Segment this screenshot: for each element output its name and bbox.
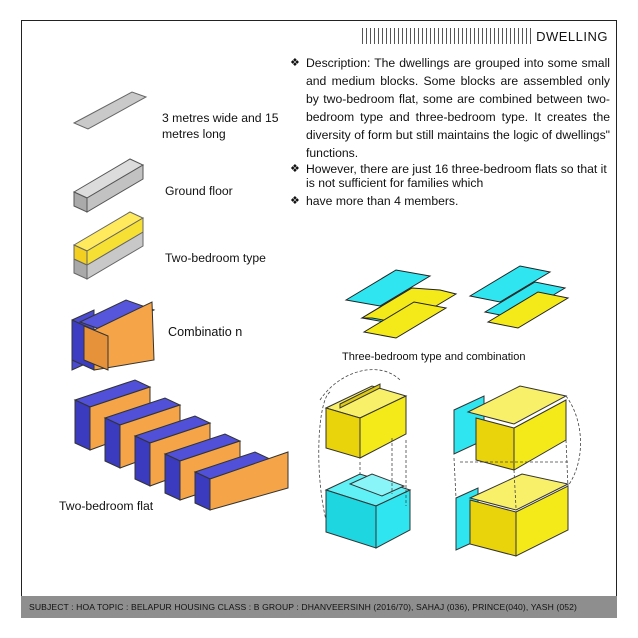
two-bedroom-type-label: Two-bedroom type — [165, 251, 266, 265]
projection-guides — [318, 369, 581, 521]
slab-label: 3 metres wide and 15 metres long — [162, 111, 279, 141]
slab-diagram — [72, 91, 148, 130]
description-text: However, there are just 16 three-bedroom… — [306, 162, 607, 190]
description-block: ❖ Description: The dwellings are grouped… — [290, 54, 610, 210]
three-bedroom-slabs-right — [468, 265, 570, 329]
three-bedroom-block-right-bottom — [455, 473, 570, 557]
diamond-bullet-icon: ❖ — [290, 57, 300, 69]
ground-floor-diagram — [72, 158, 145, 213]
three-bedroom-block-left-top — [324, 383, 408, 459]
three-bedroom-slabs-left — [344, 269, 458, 339]
description-item: ❖ have more than 4 members. — [290, 192, 610, 210]
two-bedroom-flat-label: Two-bedroom flat — [59, 499, 154, 513]
combination-diagram — [71, 299, 156, 371]
diamond-bullet-icon: ❖ — [290, 163, 300, 175]
diamond-bullet-icon: ❖ — [290, 195, 300, 207]
page-title: DWELLING — [536, 28, 608, 44]
two-bedroom-type-diagram — [72, 211, 145, 280]
footer-bar: SUBJECT : HOA TOPIC : BELAPUR HOUSING CL… — [21, 596, 617, 618]
ground-floor-label: Ground floor — [165, 184, 233, 198]
three-bedroom-caption: Three-bedroom type and combination — [342, 351, 526, 363]
description-item: ❖ However, there are just 16 three-bedro… — [290, 162, 610, 190]
description-text: Description: The dwellings are grouped i… — [306, 56, 610, 160]
header-bars — [362, 28, 533, 44]
page-header: DWELLING — [362, 28, 608, 44]
three-bedroom-block-right-top — [453, 385, 568, 471]
description-text: have more than 4 members. — [306, 194, 459, 208]
description-item: ❖ Description: The dwellings are grouped… — [290, 54, 610, 162]
two-bedroom-flat-diagram — [73, 379, 289, 511]
combination-label: Combinatio n — [168, 325, 243, 339]
footer-text: SUBJECT : HOA TOPIC : BELAPUR HOUSING CL… — [29, 602, 577, 612]
three-bedroom-block-left-bottom — [324, 473, 412, 549]
